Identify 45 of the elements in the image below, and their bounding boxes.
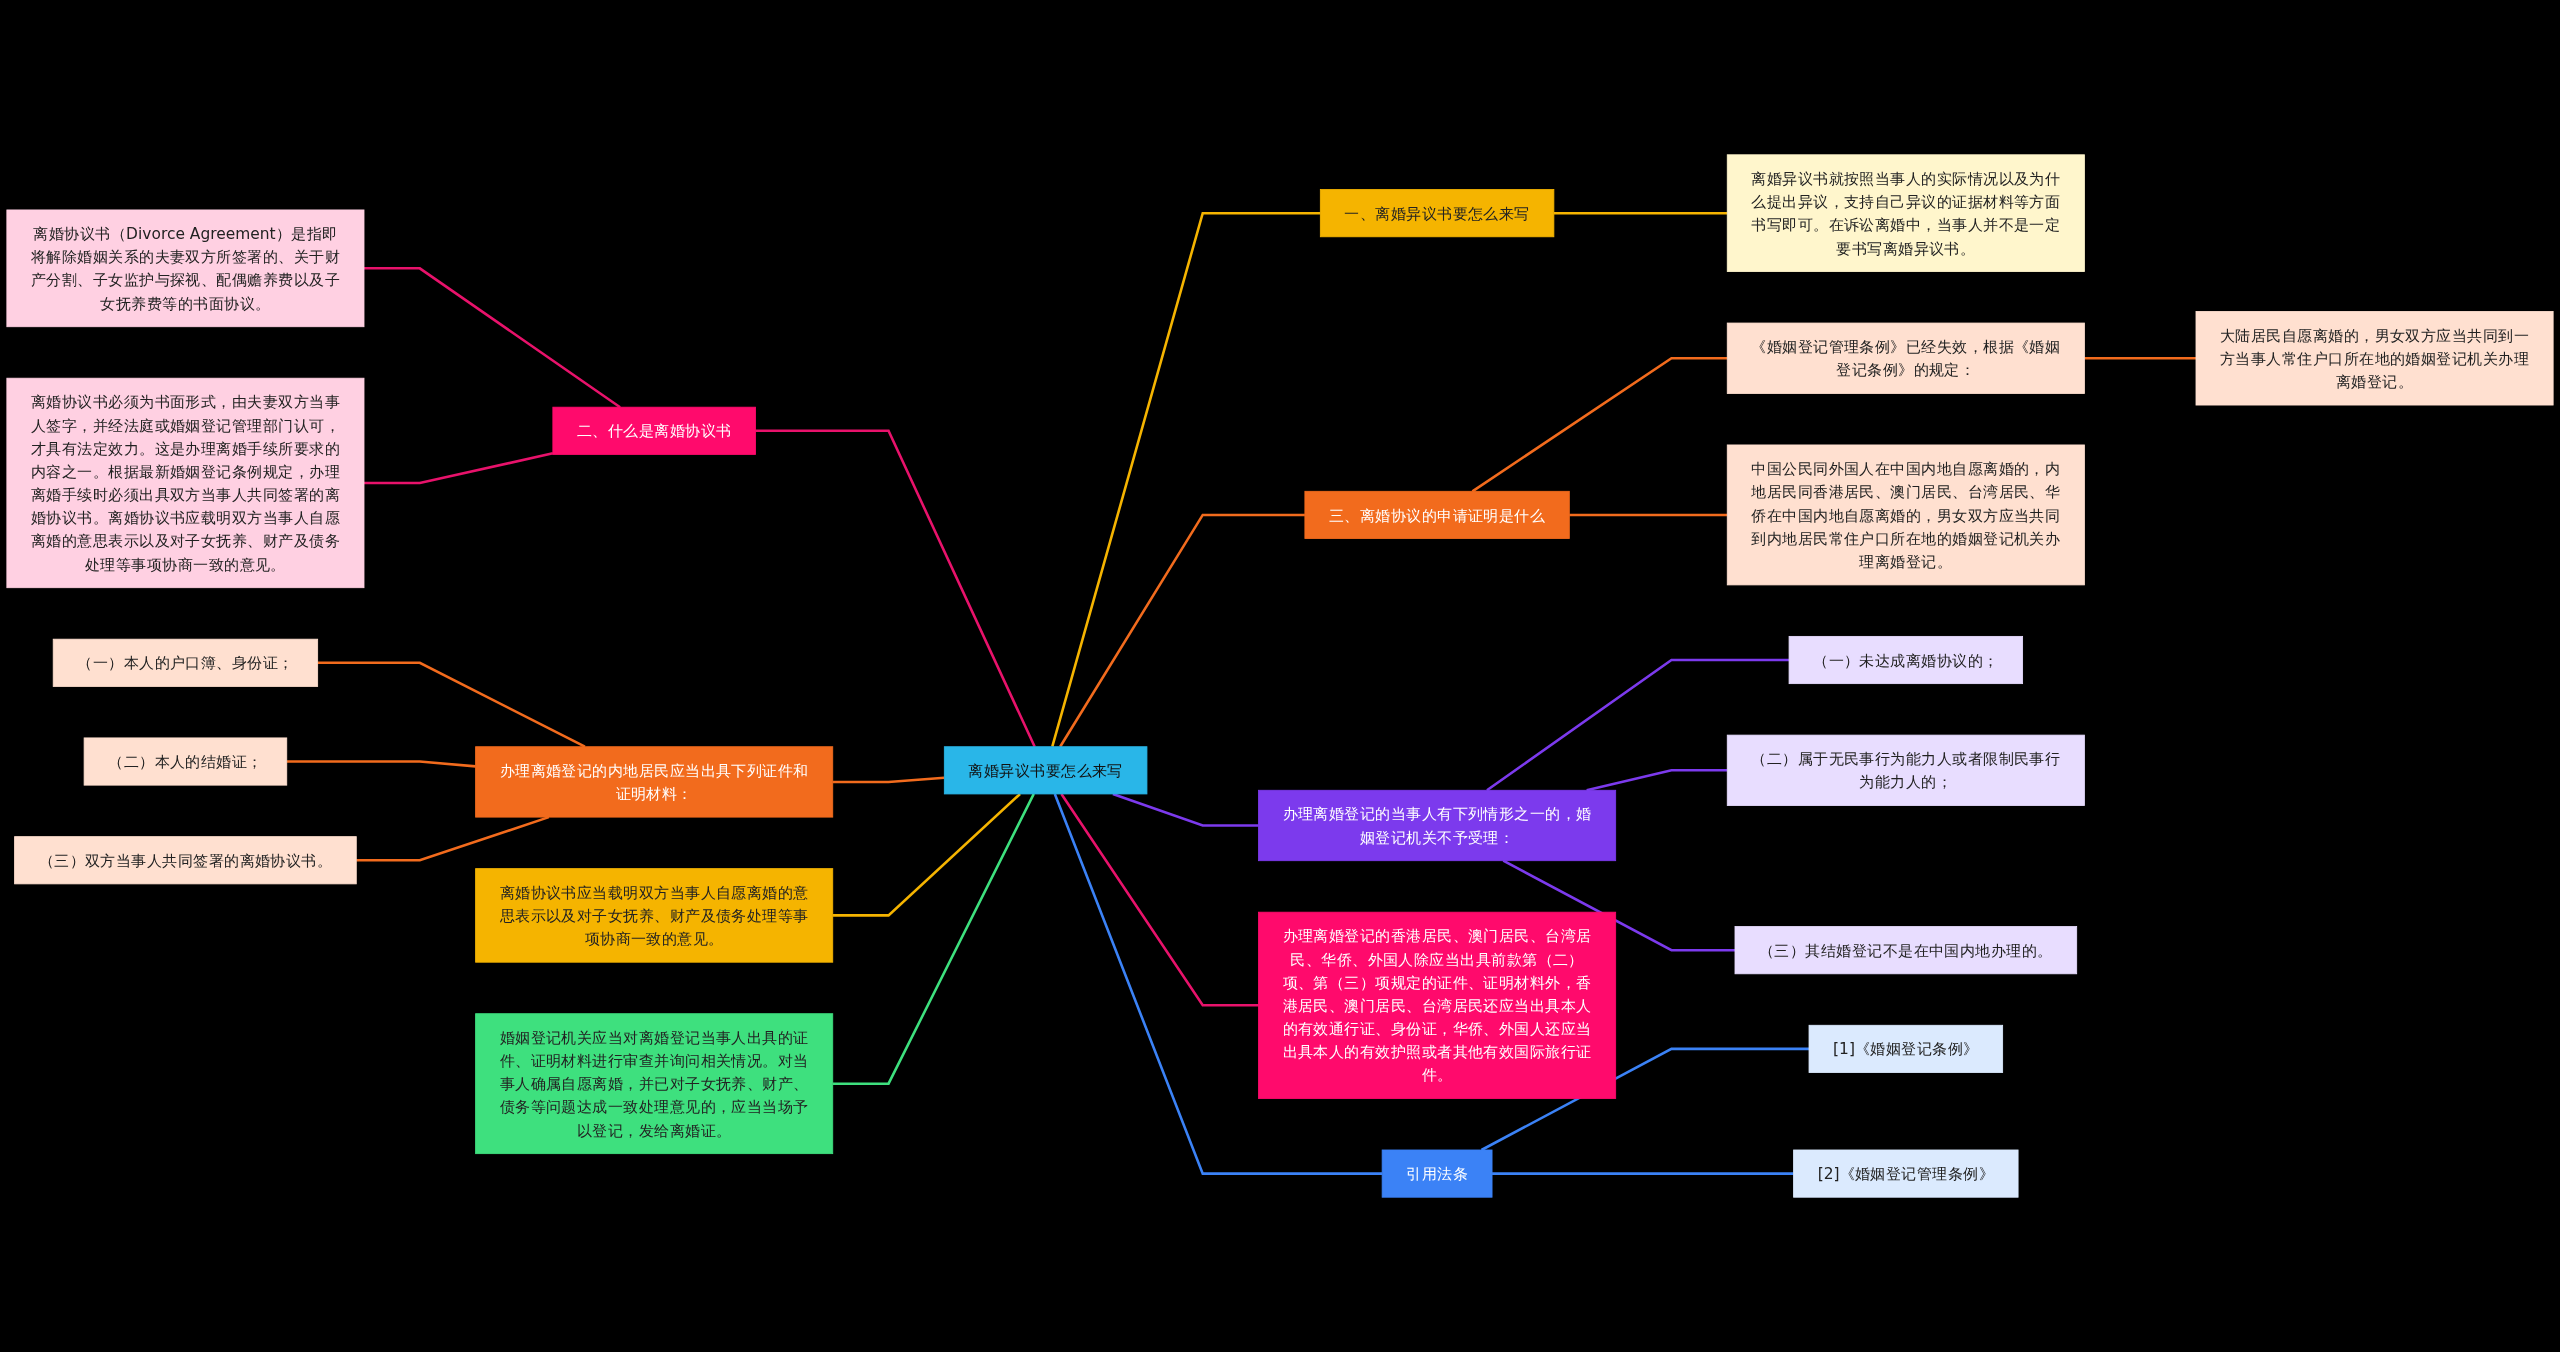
- node-box: [1734, 926, 2078, 975]
- connector: [1569, 513, 1728, 517]
- connector: [1051, 211, 1321, 748]
- node-box: [1726, 154, 2085, 272]
- node-box: [475, 1013, 834, 1155]
- node-box: [1793, 1149, 2019, 1198]
- connector: [832, 793, 1021, 917]
- connector: [755, 429, 1036, 748]
- connector: [364, 452, 554, 485]
- connector: [286, 760, 476, 768]
- node-box: [83, 737, 288, 786]
- connector: [1553, 211, 1728, 215]
- node-box: [475, 746, 834, 818]
- node-box: [1788, 635, 2023, 685]
- node-box: [1808, 1024, 2004, 1073]
- node-box: [1258, 789, 1617, 862]
- connector: [1586, 769, 1728, 792]
- node-box: [1258, 911, 1617, 1099]
- node-box: [52, 638, 319, 687]
- node-box: [1726, 444, 2085, 586]
- node-box: [475, 868, 834, 963]
- connector: [832, 776, 945, 784]
- node-box: [1726, 322, 2085, 394]
- node-box: [943, 746, 1148, 795]
- connector: [1471, 356, 1728, 493]
- connector: [832, 793, 1035, 1085]
- connector: [1492, 1172, 1794, 1175]
- connector: [1060, 793, 1259, 1007]
- node-box: [2195, 311, 2554, 406]
- connector: [1112, 792, 1259, 827]
- connector: [317, 661, 586, 748]
- connector: [1059, 513, 1305, 748]
- node-box: [6, 209, 365, 328]
- node-box: [1726, 734, 2085, 806]
- node-box: [1319, 189, 1555, 238]
- connector: [1502, 859, 1735, 952]
- node-box: [1381, 1149, 1493, 1198]
- node-box: [6, 377, 365, 589]
- connector: [2084, 356, 2196, 360]
- node-box: [14, 836, 357, 885]
- node-box: [1304, 490, 1570, 539]
- connector: [364, 267, 621, 409]
- node-box: [552, 406, 756, 455]
- connector: [1053, 793, 1383, 1175]
- connector: [1486, 658, 1790, 792]
